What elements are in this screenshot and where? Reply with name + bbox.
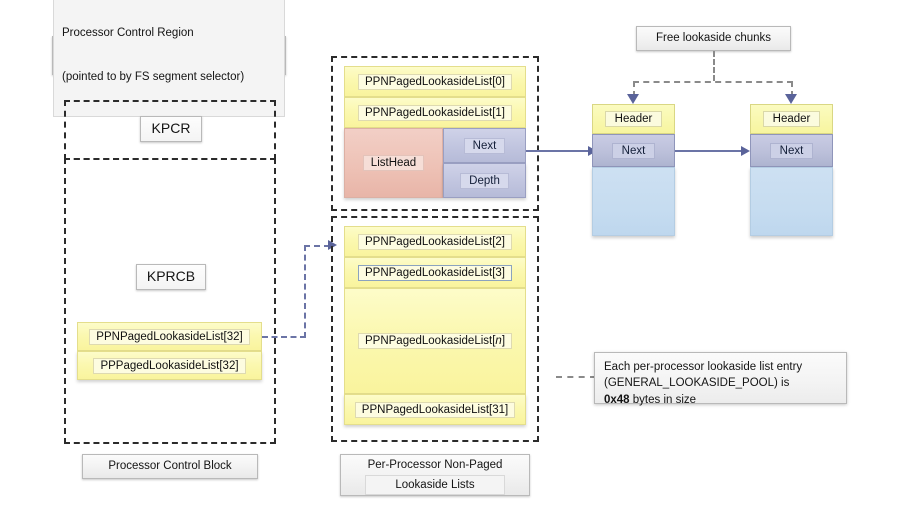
free-chunk-1[interactable]: Header Next: [592, 104, 675, 236]
pcr-header-label: Processor Control Region (pointed to by …: [52, 0, 286, 118]
kpcr-label: KPCR: [140, 116, 202, 142]
pcr-header-text: Processor Control Region (pointed to by …: [53, 0, 285, 118]
kprcb-label-text: KPRCB: [146, 268, 196, 285]
kprcb-entry-pp[interactable]: PPPagedLookasideList[32]: [77, 351, 262, 380]
kprcb-entry-ppn[interactable]: PPNPagedLookasideList[32]: [77, 322, 262, 351]
lookaside-row-2-label: PPNPagedLookasideList[2]: [357, 233, 512, 250]
depth-label: Depth: [460, 172, 509, 189]
free-chunk-1-body: [592, 167, 675, 236]
free-chunks-arrow-right: [785, 94, 797, 104]
kpcr-label-text: KPCR: [151, 120, 191, 137]
size-note-size-value: 0x48: [604, 393, 630, 406]
lookaside-row-n-prefix: PPNPagedLookasideList[: [364, 335, 496, 347]
lookaside-row-n-label: PPNPagedLookasideList[n]: [357, 333, 513, 349]
kprcb-to-column-connector-h1: [262, 336, 306, 338]
free-chunk-1-header: Header: [592, 104, 675, 134]
lookaside-row-0-label: PPNPagedLookasideList[0]: [357, 73, 512, 90]
pcb-footer-label: Processor Control Block: [82, 454, 258, 479]
kprcb-label: KPRCB: [136, 264, 206, 290]
kprcb-to-column-connector-h2: [304, 245, 330, 247]
lookaside-row-1[interactable]: PPNPagedLookasideList[1]: [344, 97, 526, 128]
lookaside-row-31-label: PPNPagedLookasideList[31]: [354, 401, 516, 418]
free-chunks-bar: [633, 81, 793, 83]
free-chunk-1-next[interactable]: Next: [592, 134, 675, 167]
lookaside-row-n-index: n: [495, 335, 502, 347]
free-chunks-label: Free lookaside chunks: [636, 26, 791, 51]
lookaside-column-top-region: [331, 56, 539, 211]
lookaside-column-bottom-region: [331, 216, 539, 442]
lookaside-footer-line1: Per-Processor Non-Paged: [367, 459, 503, 471]
listhead-cell[interactable]: ListHead: [344, 128, 443, 198]
pcb-footer-text: Processor Control Block: [108, 460, 232, 473]
free-chunks-stem: [713, 51, 715, 81]
next-cell[interactable]: Next: [443, 128, 526, 163]
free-chunks-branch-right: [791, 81, 793, 97]
free-chunks-arrow-left: [627, 94, 639, 104]
chunk1-to-chunk2-line: [675, 150, 743, 152]
free-chunk-2[interactable]: Header Next: [750, 104, 833, 236]
lookaside-row-2[interactable]: PPNPagedLookasideList[2]: [344, 226, 526, 257]
chunk1-to-chunk2-arrow: [741, 146, 750, 156]
free-chunk-1-header-label: Header: [604, 111, 663, 127]
next-to-chunk1-line: [526, 150, 592, 152]
listhead-label: ListHead: [362, 155, 425, 171]
size-note-line2: (GENERAL_LOOKASIDE_POOL) is: [604, 377, 790, 390]
lookaside-row-0[interactable]: PPNPagedLookasideList[0]: [344, 66, 526, 97]
next-label: Next: [463, 137, 506, 154]
kprcb-region: [64, 158, 276, 444]
lookaside-row-1-label: PPNPagedLookasideList[1]: [357, 104, 512, 121]
free-chunk-2-header: Header: [750, 104, 833, 134]
free-chunks-label-text: Free lookaside chunks: [655, 32, 772, 45]
size-note-size-rest: bytes in size: [629, 393, 697, 406]
pcr-header-line1: Processor Control Region: [62, 27, 194, 40]
free-chunk-2-header-label: Header: [762, 111, 821, 127]
free-chunks-branch-left: [633, 81, 635, 97]
lookaside-footer-line2: Lookaside Lists: [365, 474, 505, 496]
lookaside-row-n[interactable]: PPNPagedLookasideList[n]: [344, 288, 526, 394]
lookaside-row-3-label: PPNPagedLookasideList[3]: [357, 264, 512, 281]
size-note: Each per-processor lookaside list entry …: [594, 352, 847, 406]
depth-cell[interactable]: Depth: [443, 163, 526, 198]
free-chunk-2-next-label: Next: [769, 142, 814, 159]
lookaside-footer-label: Per-Processor Non-Paged Lookaside Lists: [340, 454, 530, 496]
kprcb-entry-pp-label: PPPagedLookasideList[32]: [93, 357, 246, 374]
kprcb-to-column-connector-v: [304, 245, 306, 338]
size-note-connector: [556, 376, 596, 378]
lookaside-row-n-suffix: ]: [501, 335, 506, 347]
size-note-line1: Each per-processor lookaside list entry: [604, 361, 803, 373]
free-chunk-2-next[interactable]: Next: [750, 134, 833, 167]
lookaside-row-3[interactable]: PPNPagedLookasideList[3]: [344, 257, 526, 288]
free-chunk-1-next-label: Next: [611, 142, 656, 159]
free-chunk-2-body: [750, 167, 833, 236]
pcr-header-line2: (pointed to by FS segment selector): [62, 71, 245, 84]
lookaside-row-31[interactable]: PPNPagedLookasideList[31]: [344, 394, 526, 425]
kprcb-entry-ppn-label: PPNPagedLookasideList[32]: [89, 328, 250, 345]
size-note-line3: 0x48 bytes in size: [604, 392, 837, 408]
